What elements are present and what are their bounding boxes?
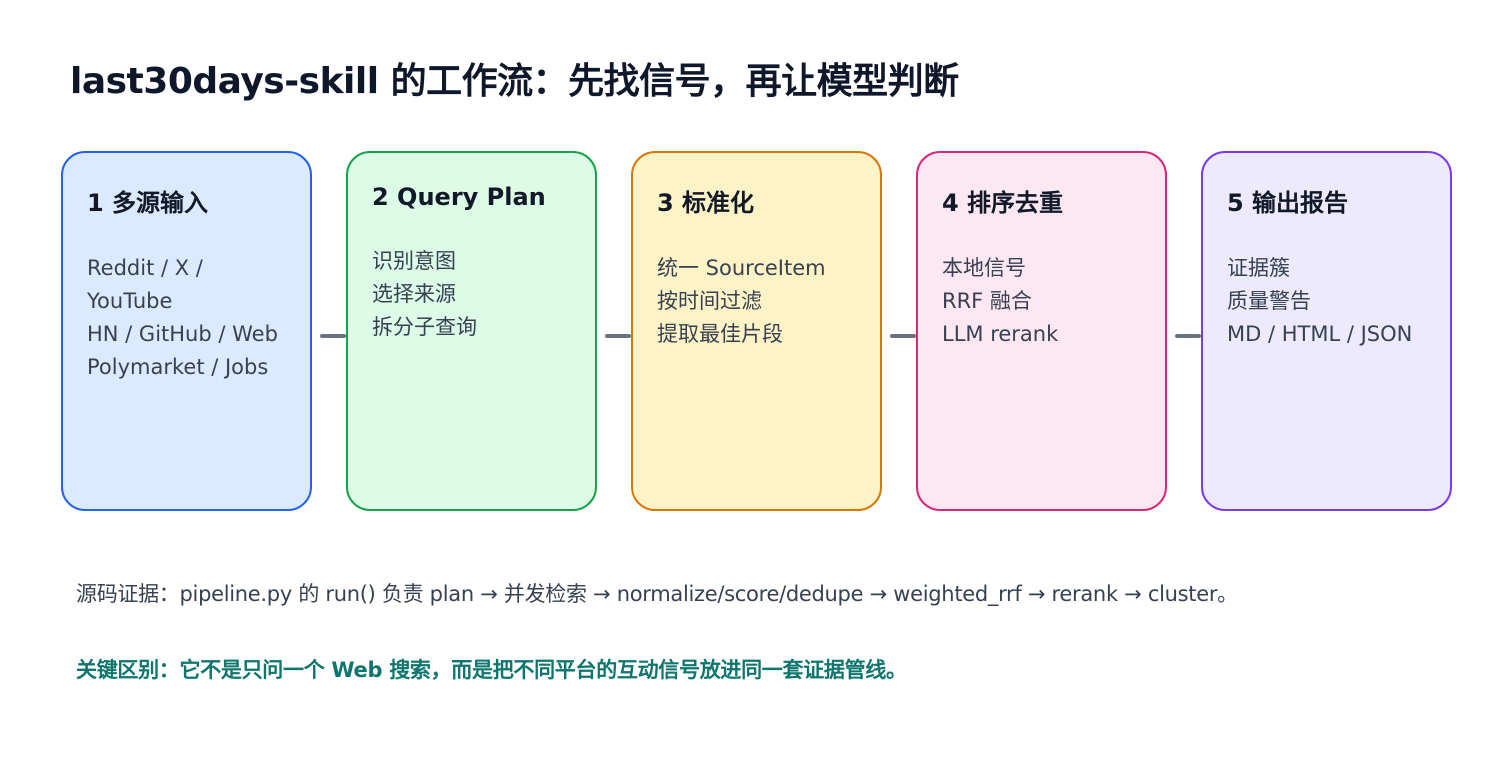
stage-detail-line: YouTube (87, 289, 173, 313)
stage-detail-line: RRF 融合 (942, 289, 1032, 313)
stage-title: 2 Query Plan (372, 183, 546, 211)
stage-detail-line: Reddit / X / (87, 256, 203, 280)
stage-detail-line: HN / GitHub / Web (87, 322, 278, 346)
stage-title: 3 标准化 (657, 189, 755, 217)
stage-card-3: 3 标准化统一 SourceItem 按时间过滤提取最佳片段 (631, 151, 882, 511)
stage-detail-line: 统一 SourceItem (657, 256, 826, 280)
stage-card-5: 5 输出报告证据簇质量警告 MD / HTML / JSON (1201, 151, 1452, 511)
stage-detail-line: 拆分子查询 (372, 315, 477, 339)
stage-detail-line: LLM rerank (942, 322, 1059, 346)
stage-title: 4 排序去重 (942, 189, 1064, 217)
stage-detail-line: 质量警告 (1227, 289, 1311, 313)
stage-card-1: 1 多源输入 Reddit / X / YouTube HN / GitHub / W… (61, 151, 312, 511)
key-difference-note: 关键区别：它不是只问一个 Web 搜索，而是把不同平台的互动信号放进同一套证据管… (76, 658, 907, 682)
stage-connector (890, 334, 916, 338)
stage-connector (1175, 334, 1201, 338)
source-evidence-note: 源码证据：pipeline.py 的 run() 负责 plan → 并发检索 … (76, 582, 1238, 606)
stage-title: 1 多源输入 (87, 189, 209, 217)
stage-details: 识别意图选择来源拆分子查询 (372, 245, 595, 344)
stage-title: 5 输出报告 (1227, 189, 1349, 217)
stage-connector (320, 334, 346, 338)
stage-detail-line: 识别意图 (372, 249, 456, 273)
stage-connector (605, 334, 631, 338)
stage-card-4: 4 排序去重本地信号 RRF 融合 LLM rerank (916, 151, 1167, 511)
stage-detail-line: 选择来源 (372, 282, 456, 306)
stage-details: 本地信号 RRF 融合 LLM rerank (942, 252, 1165, 351)
stage-details: 统一 SourceItem 按时间过滤提取最佳片段 (657, 252, 880, 351)
stage-detail-line: 证据簇 (1227, 256, 1290, 280)
stage-detail-line: Polymarket / Jobs (87, 355, 269, 379)
stage-details: 证据簇质量警告 MD / HTML / JSON (1227, 252, 1450, 351)
stage-detail-line: 按时间过滤 (657, 289, 762, 313)
stage-card-2: 2 Query Plan 识别意图选择来源拆分子查询 (346, 151, 597, 511)
stage-detail-line: 本地信号 (942, 256, 1026, 280)
page-title: last30days-skill 的工作流：先找信号，再让模型判断 (70, 61, 959, 102)
workflow-diagram: 1 多源输入 Reddit / X / YouTube HN / GitHub / W… (61, 151, 1452, 511)
stage-detail-line: MD / HTML / JSON (1227, 322, 1413, 346)
stage-detail-line: 提取最佳片段 (657, 322, 783, 346)
